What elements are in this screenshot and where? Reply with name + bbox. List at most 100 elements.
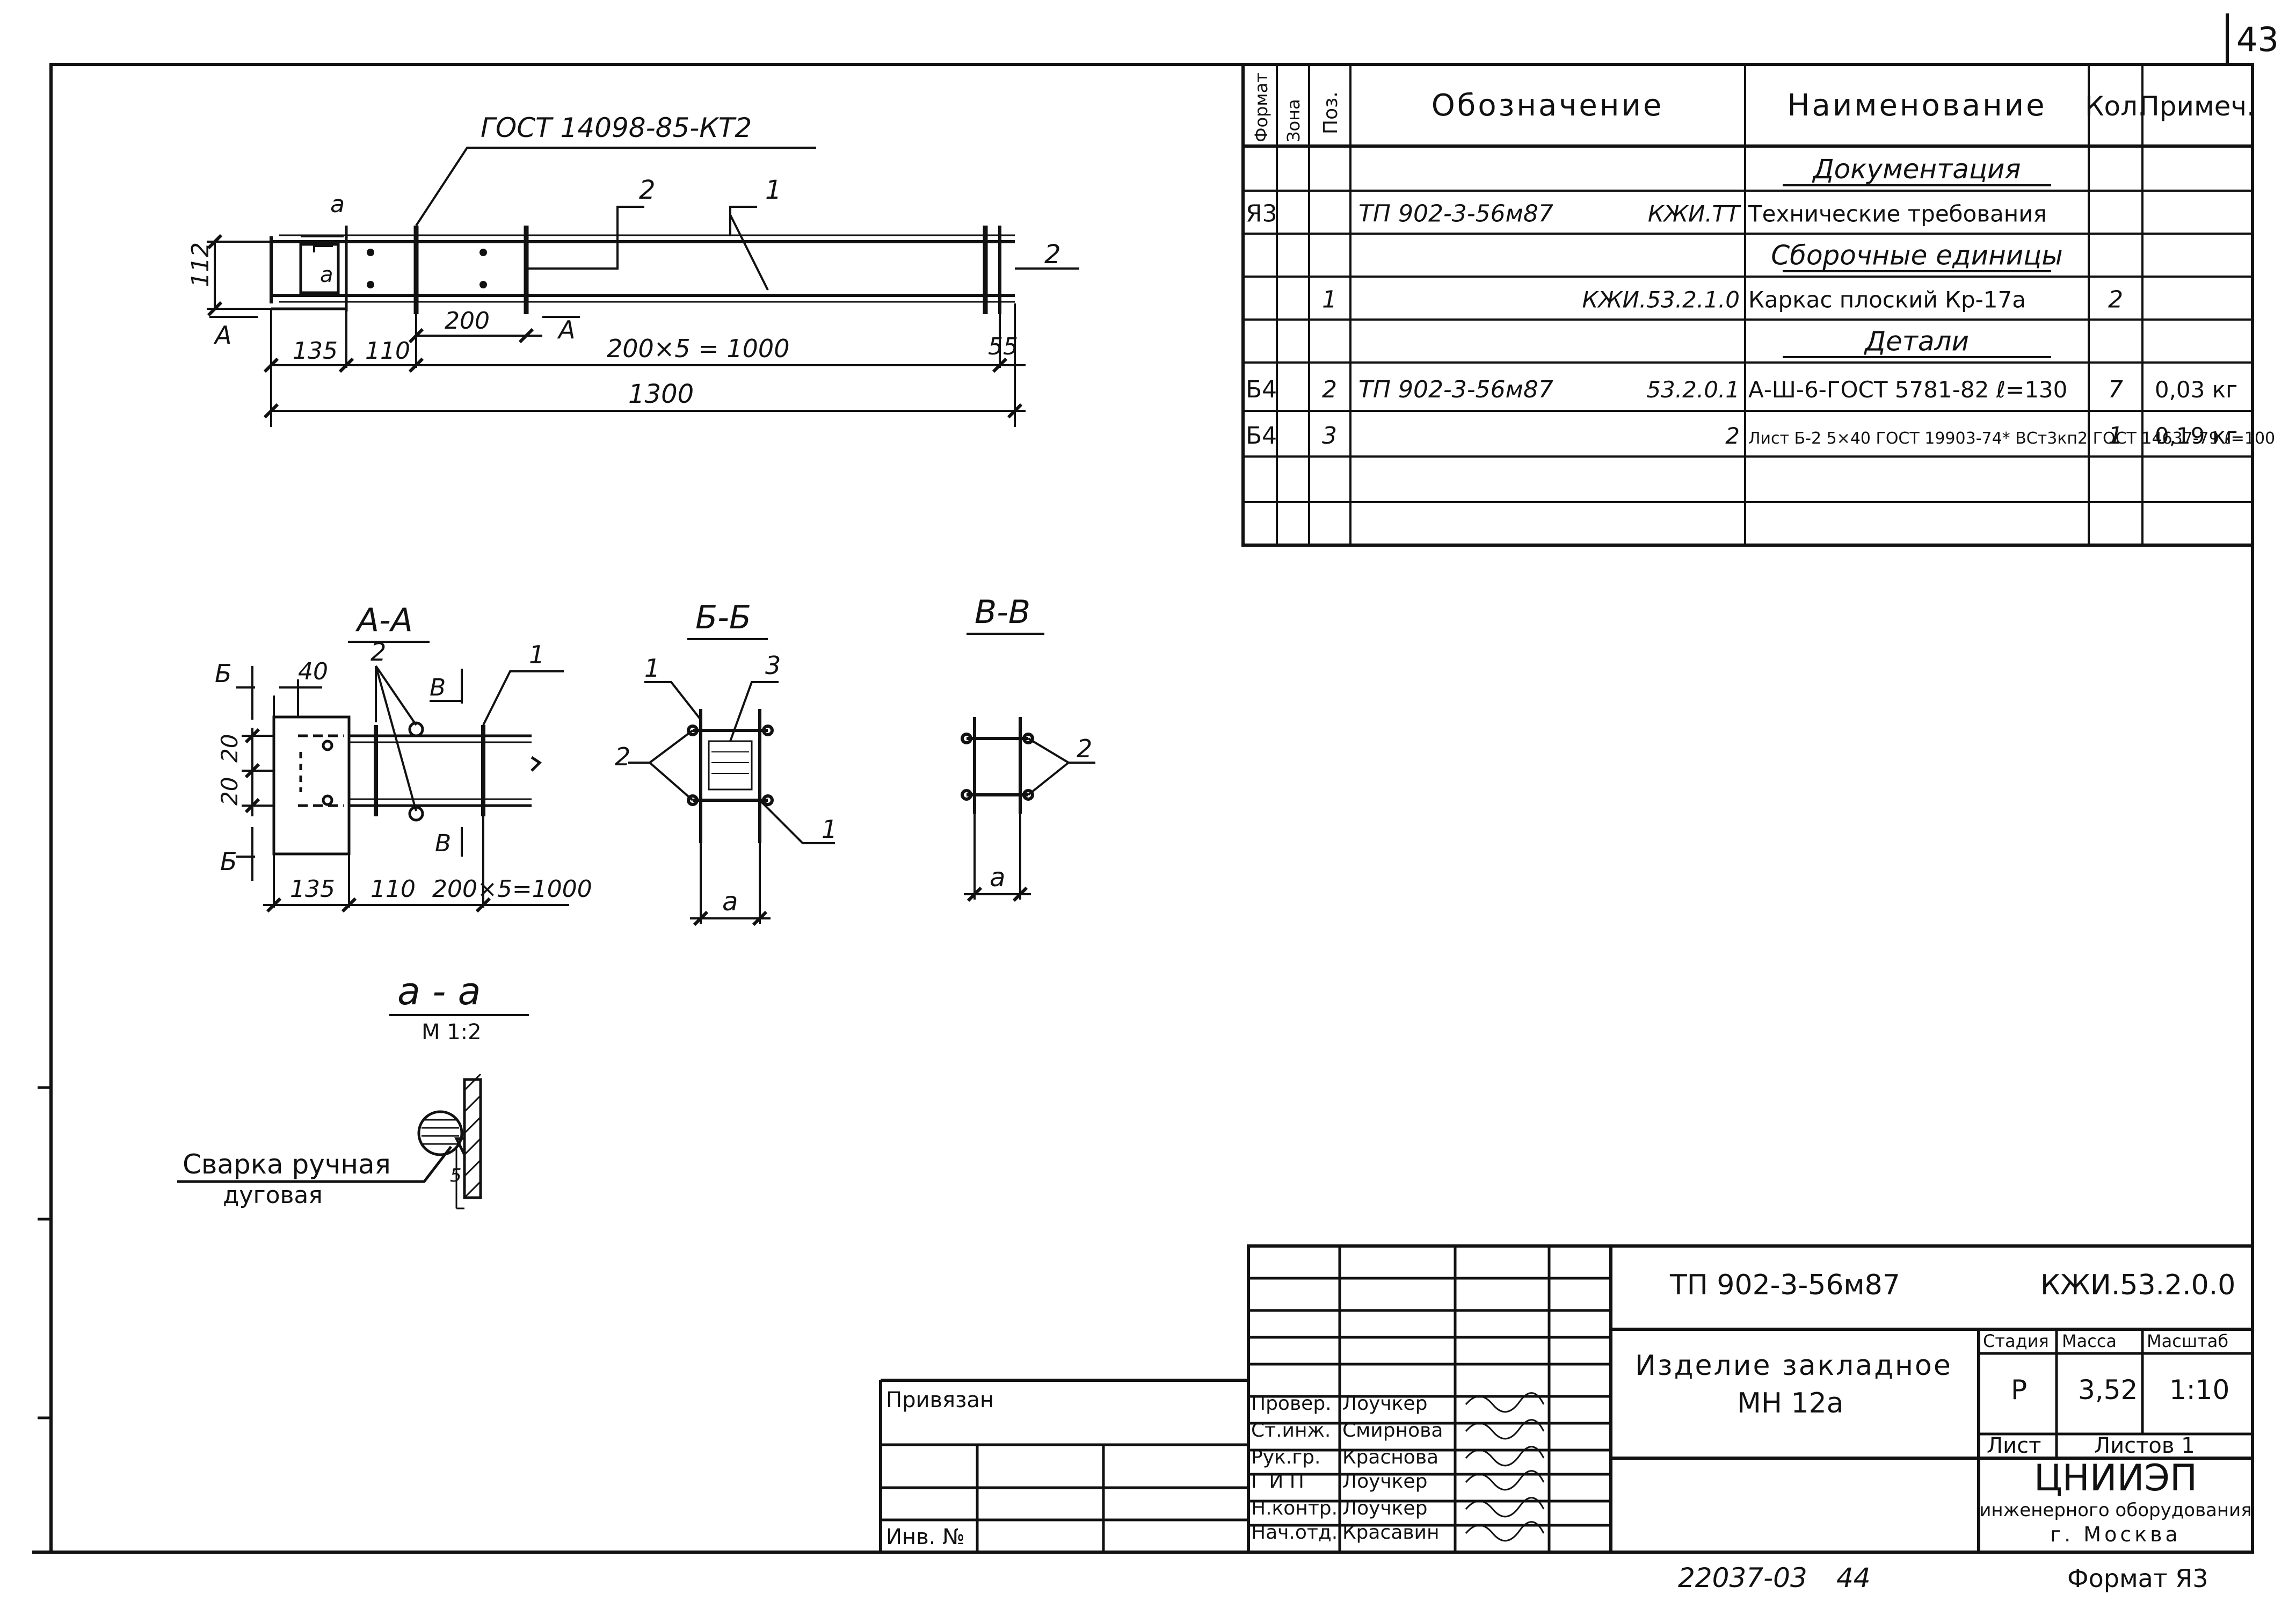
vv-callout-2: 2: [1077, 734, 1092, 763]
callout-2b: 2: [1044, 240, 1061, 270]
tb-name: Лоучкер: [1342, 1393, 1427, 1415]
col-pos: Поз.: [1320, 91, 1342, 134]
spec-designation-2: 53.2.0.1: [1646, 376, 1740, 403]
dim-55: 55: [988, 333, 1018, 360]
spec-pos: 2: [1322, 376, 1337, 403]
signature-mark: [1465, 1497, 1545, 1518]
aa-mark-v-bottom: В: [435, 830, 451, 857]
tb-role: Провер.: [1251, 1393, 1332, 1415]
section-bb-ticks: [693, 910, 768, 926]
callout-1: 1: [765, 175, 782, 205]
title-block-text: ТП 902-3-56м87 КЖИ.53.2.0.0 Изделие закл…: [886, 1269, 2252, 1593]
page-number: 43: [2236, 20, 2279, 59]
dimension-ticks: [207, 234, 1023, 419]
tb-mass-label: Масса: [2062, 1331, 2117, 1351]
spec-designation-1: ТП 902-3-56м87: [1358, 200, 1553, 228]
spec-qty: 7: [2108, 376, 2123, 403]
spec-format: Я3: [1246, 200, 1277, 228]
signature-mark: [1465, 1419, 1545, 1440]
tb-org1: ЦНИИЭП: [2034, 1457, 2197, 1499]
section-aa-ticks: [244, 728, 491, 913]
tb-mass: 3,52: [2078, 1374, 2138, 1406]
col-format: Формат: [1251, 73, 1271, 142]
weld-size: 5: [450, 1165, 462, 1186]
aa-callout-1: 1: [529, 640, 544, 669]
spec-qty: 2: [2108, 286, 2123, 314]
spec-section-title: Сборочные единицы: [1771, 240, 2063, 271]
section-aa-dims: [236, 665, 569, 908]
tb-role: Ст.инж.: [1251, 1419, 1331, 1441]
tb-name: Лоучкер: [1342, 1497, 1427, 1519]
signature-mark: [1465, 1470, 1545, 1491]
spec-designation-2: КЖИ.ТТ: [1648, 201, 1741, 227]
dim-total: 1300: [628, 379, 694, 409]
detail-mark: а: [330, 191, 345, 218]
section-aa-body: [272, 715, 542, 856]
aa-mark-b-bottom: Б: [220, 847, 237, 876]
dim-200: 200: [445, 307, 490, 335]
title-block-grid: [879, 1244, 2254, 1554]
aa-mark-v-top: В: [430, 674, 446, 701]
margin-ticks: [38, 1086, 51, 1419]
bb-callout-1a: 1: [644, 654, 660, 683]
spec-name: А-Ш-6-ГОСТ 5781-82 ℓ=130: [1748, 376, 2067, 403]
tb-sheet-label: Лист: [1987, 1433, 2041, 1458]
weld-line1: Сварка ручная: [183, 1149, 391, 1180]
tb-doc-code: ТП 902-3-56м87: [1669, 1269, 1900, 1301]
tb-sheets-label: Листов 1: [2094, 1433, 2195, 1458]
spec-format: Б4: [1246, 422, 1277, 450]
tb-name: Лоучкер: [1342, 1470, 1427, 1493]
section-vv-ticks: [967, 886, 1028, 902]
signature-mark: [1465, 1521, 1545, 1542]
col-qty: Кол.: [2085, 91, 2146, 122]
tb-signatures: Провер.ЛоучкерСт.инж.СмирноваРук.гр.Крас…: [1251, 1392, 1545, 1544]
tb-stage: Р: [2011, 1374, 2027, 1406]
section-bb-title: Б-Б: [695, 599, 751, 636]
dimensions-main: [207, 241, 1026, 427]
section-a-right: А: [557, 315, 575, 344]
main-view: ГОСТ 14098-85-КТ2 1 2 2 а а: [187, 112, 1079, 427]
aa-dim-135: 135: [290, 875, 335, 903]
dim-110: 110: [365, 337, 410, 365]
tb-org2: инженерного оборудования: [1979, 1499, 2251, 1521]
aa-dim-110: 110: [370, 875, 416, 903]
aa-dim-series: 200×5=1000: [432, 875, 592, 903]
tb-name: Смирнова: [1342, 1419, 1443, 1441]
tb-role: Нач.отд.: [1251, 1522, 1338, 1544]
section-vv: В-В 2 а: [961, 593, 1095, 902]
tb-name: Красавин: [1342, 1522, 1439, 1544]
spec-qty: 1: [2108, 422, 2123, 450]
signature-mark: [1465, 1446, 1545, 1467]
spec-table-header: Формат Зона Поз. Обозначение Наименовани…: [1251, 73, 2255, 142]
detail-aa-scale: М 1:2: [422, 1020, 482, 1045]
spec-section-title: Документация: [1812, 154, 2021, 185]
section-bb-leaders: [628, 681, 835, 924]
spec-designation-2: 2: [1725, 423, 1740, 449]
leaders-main: [301, 147, 1079, 291]
callout-2a: 2: [639, 175, 656, 205]
bb-callout-1b: 1: [822, 815, 837, 844]
section-a-left: А: [213, 321, 231, 350]
spec-note: 0,03 кг: [2155, 376, 2237, 403]
section-vv-title: В-В: [975, 593, 1030, 631]
col-note: Примеч.: [2139, 91, 2255, 122]
detail-aa: а - а М 1:2 Сварка ручная дуговая 5: [177, 969, 529, 1209]
tb-privyazan: Привязан: [886, 1388, 994, 1412]
signature-mark: [1465, 1392, 1545, 1413]
tb-doc-mark: КЖИ.53.2.0.0: [2040, 1269, 2235, 1301]
spec-name: Технические требования: [1748, 201, 2047, 227]
spec-pos: 3: [1322, 422, 1337, 450]
spec-format: Б4: [1246, 376, 1277, 403]
col-name: Наименование: [1787, 88, 2046, 123]
aa-mark-b-top: Б: [215, 659, 232, 688]
tb-scale: 1:10: [2169, 1374, 2229, 1406]
vv-dim-a: а: [990, 863, 1005, 893]
bb-dim-a: а: [722, 887, 738, 917]
section-bb: Б-Б 1 3 2: [615, 599, 837, 926]
dim-135: 135: [293, 337, 338, 365]
aa-dim-20b: 20: [216, 777, 243, 806]
tb-stage-label: Стадия: [1983, 1331, 2049, 1351]
weld-line2: дуговая: [223, 1182, 323, 1209]
